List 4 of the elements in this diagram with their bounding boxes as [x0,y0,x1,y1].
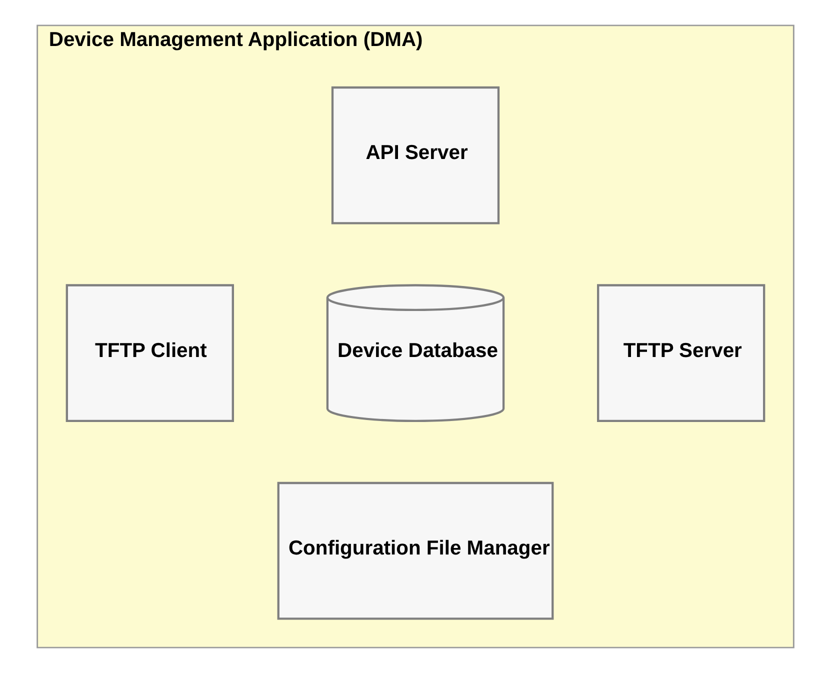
node-box: Configuration File Manager [277,482,554,620]
node-box: TFTP Client [66,284,234,422]
node-box: API Server [331,86,500,224]
node-box: TFTP Server [597,284,766,422]
